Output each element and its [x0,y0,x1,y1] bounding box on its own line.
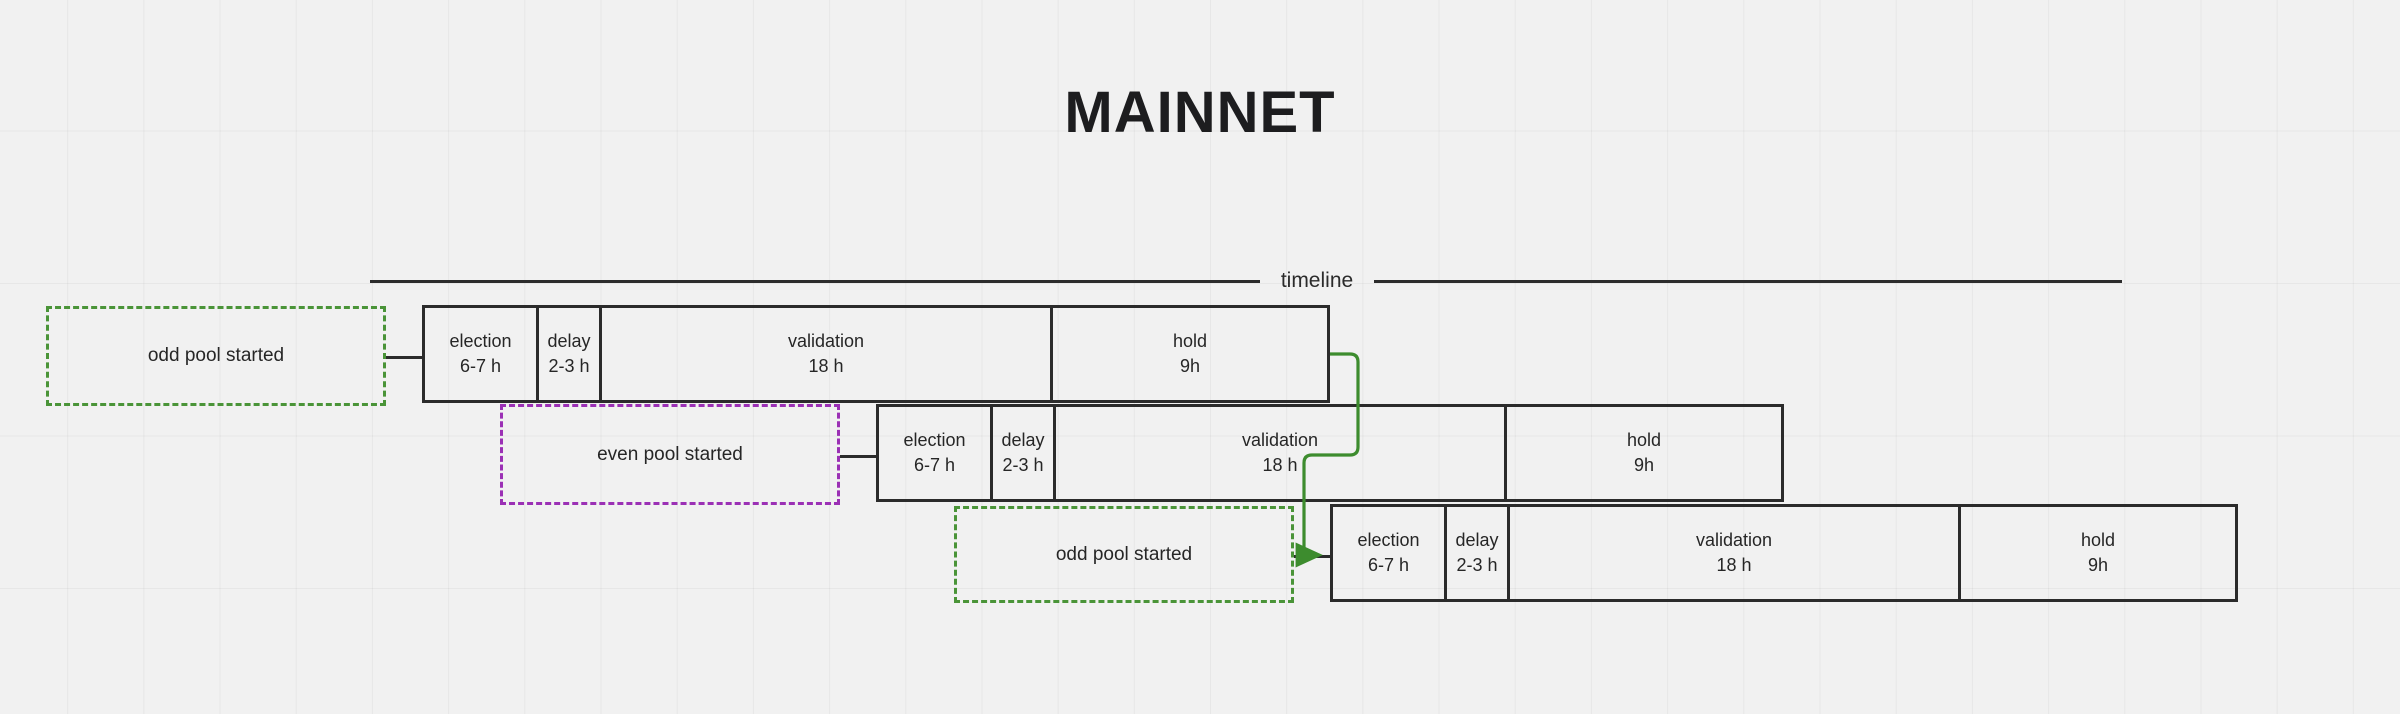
leader-line-note-2 [840,455,878,458]
timeline-line-right [1374,280,2122,283]
phase-label: validation [787,331,865,352]
phase-duration: 6-7 h [1367,555,1410,575]
phase-label: validation [1241,430,1319,451]
timeline-line-left [370,280,1260,283]
phase-duration: 6-7 h [459,356,502,376]
timeline-label: timeline [1280,269,1354,292]
timeline-axis: timeline [370,269,2122,292]
phase-cell-election[interactable]: election 6-7 h [425,308,539,400]
leader-line-note-1 [386,356,424,359]
phase-label: election [1357,530,1420,551]
phase-label: election [449,331,512,352]
phase-duration: 18 h [1262,455,1298,475]
phase-label: hold [2080,530,2116,551]
phase-cell-validation[interactable]: validation 18 h [602,308,1053,400]
annotation-label: odd pool started [1055,543,1193,565]
phase-row-3: election 6-7 h delay 2-3 h validation 18… [1330,504,2238,602]
phase-label: hold [1172,331,1208,352]
annotation-even-pool-started: even pool started [500,404,840,505]
phase-cell-delay[interactable]: delay 2-3 h [539,308,602,400]
phase-cell-validation[interactable]: validation 18 h [1510,507,1961,599]
annotation-odd-pool-started-2: odd pool started [954,506,1294,603]
annotation-label: even pool started [597,443,743,465]
phase-duration: 9h [2087,555,2109,575]
phase-label: validation [1695,530,1773,551]
phase-cell-delay[interactable]: delay 2-3 h [1447,507,1510,599]
annotation-odd-pool-started-1: odd pool started [46,306,386,406]
phase-duration: 2-3 h [548,356,590,376]
phase-cell-hold[interactable]: hold 9h [1961,507,2235,599]
phase-row-2: election 6-7 h delay 2-3 h validation 18… [876,404,1784,502]
leader-line-note-3 [1294,555,1332,558]
phase-cell-election[interactable]: election 6-7 h [879,407,993,499]
phase-cell-validation[interactable]: validation 18 h [1056,407,1507,499]
phase-label: delay [547,331,591,352]
phase-cell-hold[interactable]: hold 9h [1053,308,1327,400]
annotation-label: odd pool started [147,345,285,366]
phase-row-1: election 6-7 h delay 2-3 h validation 18… [422,305,1330,403]
phase-label: hold [1626,430,1662,451]
phase-cell-delay[interactable]: delay 2-3 h [993,407,1056,499]
phase-cell-election[interactable]: election 6-7 h [1333,507,1447,599]
page-title: MAINNET [1064,80,1336,145]
phase-duration: 18 h [808,356,844,376]
phase-duration: 6-7 h [913,455,956,475]
phase-duration: 9h [1179,356,1201,376]
phase-cell-hold[interactable]: hold 9h [1507,407,1781,499]
phase-label: delay [1001,430,1045,451]
phase-duration: 2-3 h [1002,455,1044,475]
phase-duration: 18 h [1716,555,1752,575]
phase-duration: 2-3 h [1456,555,1498,575]
phase-duration: 9h [1633,455,1655,475]
phase-label: election [903,430,966,451]
phase-label: delay [1455,530,1499,551]
